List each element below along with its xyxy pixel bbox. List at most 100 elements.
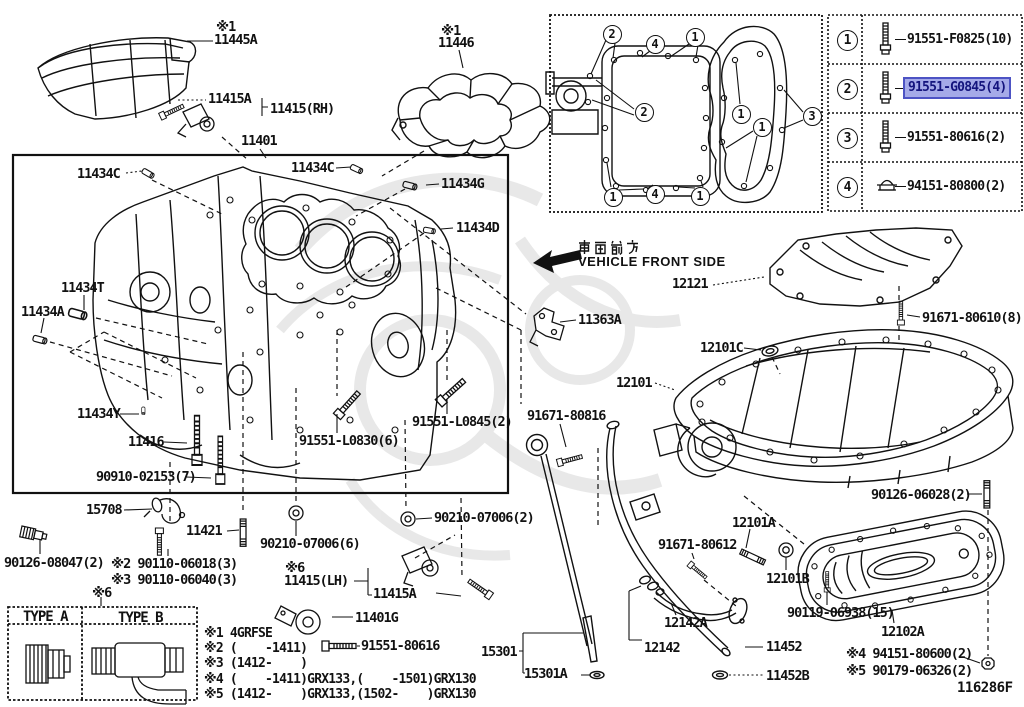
part-label-mark6-11415[interactable]: ※6 [285, 560, 305, 576]
part-label-90210-07006-2[interactable]: 90210-07006(2) [434, 510, 535, 526]
guide-tube-art [606, 420, 731, 680]
dashed-lines [49, 136, 989, 656]
part-label-11446[interactable]: 11446 [438, 35, 475, 51]
gasket-callout-1[interactable]: 1 [685, 27, 705, 47]
part-label-11445a[interactable]: 11445A [214, 32, 258, 48]
note-line-1: ※1 4GRFSE [204, 626, 273, 641]
part-label-91671-80610[interactable]: 91671-80610(8) [922, 310, 1023, 326]
part-label-11421[interactable]: 11421 [186, 523, 223, 539]
legend-callout-number[interactable]: 3 [837, 128, 858, 149]
part-label-11434c-left[interactable]: 11434C [77, 166, 121, 182]
part-label-mark3-90110-06040[interactable]: ※3 90110-06040(3) [111, 572, 238, 588]
gasket-callout-4[interactable]: 4 [645, 34, 665, 54]
figure-code: 116286F [957, 680, 1013, 696]
oil-pan-upper-art [653, 329, 1014, 489]
gasket-callout-4[interactable]: 4 [645, 184, 665, 204]
legend-row-2: 2 91551-G0845(4) [829, 64, 1021, 113]
part-label-11452[interactable]: 11452 [766, 639, 803, 655]
leader-lines [39, 40, 982, 676]
legend-table-grid [827, 14, 1023, 212]
part-label-11363a[interactable]: 11363A [578, 312, 622, 328]
part-label-12101c[interactable]: 12101C [700, 340, 744, 356]
part-label-mark6-typebox[interactable]: ※6 [92, 585, 112, 601]
part-label-mark5-90179[interactable]: ※5 90179-06326(2) [846, 663, 973, 679]
part-label-12101[interactable]: 12101 [616, 375, 653, 391]
legend-row-1: 1 91551-F0825(10) [829, 15, 1021, 64]
part-label-15301[interactable]: 15301 [481, 644, 518, 660]
note-line-4: ※4 ( -1411)GRX133,( -1501)GRX130 [204, 671, 477, 687]
part-label-15301a[interactable]: 15301A [524, 666, 568, 682]
part-label-11415a-upper[interactable]: 11415A [208, 91, 252, 107]
type-a-header: TYPE A [23, 609, 69, 625]
dotted-leaders [125, 99, 765, 676]
vehicle-front-side-kanji: 車両前方 [576, 238, 642, 254]
type-b-header: TYPE B [118, 610, 164, 626]
legend-callout-number[interactable]: 4 [837, 177, 858, 198]
part-label-12142[interactable]: 12142 [644, 640, 681, 656]
part-label-91551-80616[interactable]: 91551-80616 [361, 638, 440, 654]
part-label-11415-rh[interactable]: 11415(RH) [270, 101, 335, 117]
legend-part-number[interactable]: 94151-80800(2) [907, 179, 1006, 194]
dipstick-art [525, 433, 605, 680]
part-label-91671-80612[interactable]: 91671-80612 [658, 537, 737, 553]
small-hardware [19, 102, 995, 670]
gasket-callout-1[interactable]: 1 [731, 104, 751, 124]
part-label-11434a[interactable]: 11434A [21, 304, 65, 320]
legend-part-number-selected[interactable]: 91551-G0845(4) [903, 77, 1012, 99]
gasket-callout-1[interactable]: 1 [690, 186, 710, 206]
part-label-91551-l0830[interactable]: 91551-L0830(6) [299, 433, 400, 449]
part-label-12101b[interactable]: 12101B [766, 571, 810, 587]
main-box [11, 153, 510, 495]
part-label-11434g[interactable]: 11434G [441, 176, 485, 192]
part-label-11434c-top[interactable]: 11434C [291, 160, 335, 176]
part-label-91671-80816[interactable]: 91671-80816 [527, 408, 606, 424]
gasket-callout-3[interactable]: 3 [802, 106, 822, 126]
part-label-11401[interactable]: 11401 [241, 133, 278, 149]
part-label-11434d[interactable]: 11434D [456, 220, 500, 236]
part-label-15708[interactable]: 15708 [86, 502, 123, 518]
part-label-91551-l0845[interactable]: 91551-L0845(2) [412, 414, 513, 430]
vehicle-front-arrow [533, 250, 582, 273]
note-line-5: ※5 (1412- )GRX133,(1502- )GRX130 [204, 686, 477, 702]
oil-pan-lower-art [797, 510, 1005, 622]
part-label-11452b[interactable]: 11452B [766, 668, 810, 684]
legend-callout-number[interactable]: 2 [837, 79, 858, 100]
part-label-90126-08047[interactable]: 90126-08047(2) [4, 555, 105, 571]
gasket-legend-art [545, 25, 804, 203]
frames [7, 14, 1023, 701]
part-label-11434t[interactable]: 11434T [61, 280, 105, 296]
strainer-art [638, 575, 748, 625]
part-label-mark4-94151[interactable]: ※4 94151-80600(2) [846, 646, 973, 662]
type-box-art [25, 642, 187, 705]
part-label-12102a[interactable]: 12102A [881, 624, 925, 640]
legend-part-number[interactable]: 91551-F0825(10) [907, 32, 1013, 47]
part-label-90126-06028[interactable]: 90126-06028(2) [871, 487, 972, 503]
legend-leader-line [895, 88, 906, 89]
gasket-callout-1[interactable]: 1 [752, 117, 772, 137]
insulator-11445a-art [37, 37, 197, 120]
part-label-11415-lh[interactable]: 11415(LH) [284, 573, 349, 589]
part-label-mark-11445a[interactable]: ※1 [216, 19, 236, 35]
baffle-plate-art [769, 227, 963, 307]
part-label-90119-06938[interactable]: 90119-06938(15) [787, 605, 895, 621]
legend-leader-line [895, 137, 906, 138]
part-label-mark-11446[interactable]: ※1 [441, 23, 461, 39]
part-label-90210-07006-6[interactable]: 90210-07006(6) [260, 536, 361, 552]
gasket-legend-panel [549, 14, 823, 213]
legend-part-number[interactable]: 91551-80616(2) [907, 130, 1006, 145]
part-label-11416[interactable]: 11416 [128, 434, 165, 450]
part-label-12121[interactable]: 12121 [672, 276, 709, 292]
part-label-11415a-lower[interactable]: 11415A [373, 586, 417, 602]
part-label-12142a[interactable]: 12142A [664, 615, 708, 631]
legend-callout-number[interactable]: 1 [837, 30, 858, 51]
part-label-12101a[interactable]: 12101A [732, 515, 776, 531]
gasket-callout-2[interactable]: 2 [602, 24, 622, 44]
part-label-11434y[interactable]: 11434Y [77, 406, 121, 422]
gasket-callout-1[interactable]: 1 [603, 187, 623, 207]
part-label-mark2-90110-06018[interactable]: ※2 90110-06018(3) [111, 556, 238, 572]
part-label-11401g[interactable]: 11401G [355, 610, 399, 626]
part-label-90910-02153[interactable]: 90910-02153(7) [96, 469, 197, 485]
gasket-callout-2[interactable]: 2 [634, 102, 654, 122]
